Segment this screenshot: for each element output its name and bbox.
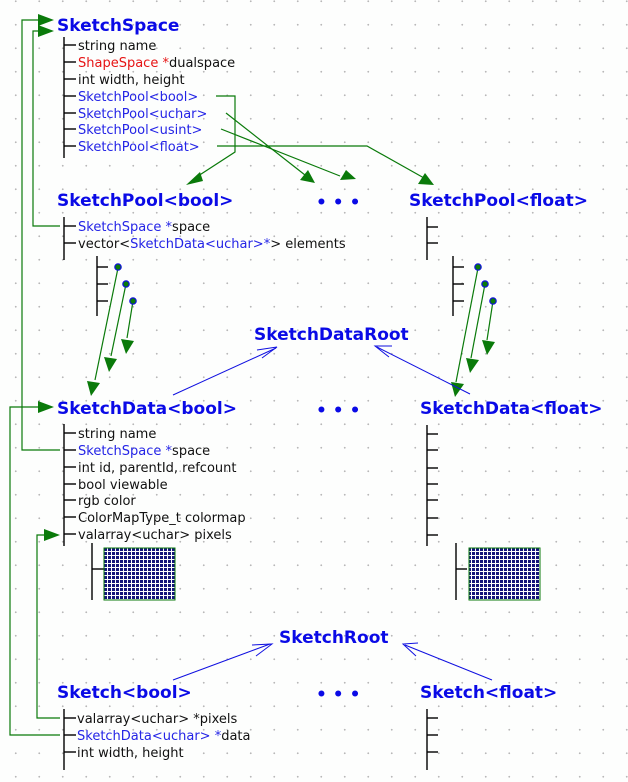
field-viewable: bool viewable: [78, 478, 168, 493]
field-name: string name: [78, 427, 156, 442]
link-sketchpool-space-to-sketchspace: [32, 30, 60, 227]
field-pixels: valarray<uchar> pixels: [78, 528, 232, 543]
inherit-arrow-icon: [251, 643, 274, 657]
arrowhead-icon: [44, 529, 60, 541]
link-pool-usint: [220, 128, 341, 177]
field-space: SketchSpace *space: [78, 444, 210, 459]
arrowhead-icon: [466, 358, 479, 373]
field-color: rgb color: [78, 494, 136, 509]
arrowhead-icon: [38, 25, 54, 37]
ellipsis-pools: • • •: [316, 193, 360, 213]
arrowhead-icon: [87, 381, 100, 396]
arrowhead-icon: [38, 14, 54, 26]
sketch-float-title: Sketch<float>: [420, 683, 557, 703]
sketchroot-title: SketchRoot: [279, 628, 389, 648]
link-pool-uchar: [225, 112, 306, 176]
element-pointer-link: [470, 283, 486, 359]
field-pool-bool: SketchPool<bool>: [78, 90, 198, 105]
pointer-dot-icon: [114, 263, 122, 271]
arrowhead-icon: [418, 173, 434, 185]
field-width-height: int width, height: [77, 746, 184, 761]
field-pool-usint: SketchPool<usint>: [78, 123, 202, 138]
link-sketch-pixels-to-valarray: [36, 534, 60, 719]
sketchdata-float-title: SketchData<float>: [420, 399, 602, 419]
pixel-array-image: [103, 547, 176, 601]
sketchpool-bool-title: SketchPool<bool>: [57, 191, 233, 211]
field-elements: vector<SketchData<uchar>*> elements: [78, 237, 346, 252]
inherit-arrow-icon: [373, 345, 392, 358]
element-pointer-link: [126, 300, 134, 339]
ellipsis-sketches: • • •: [316, 685, 360, 705]
ellipsis-data: • • •: [316, 401, 360, 421]
element-pointer-link: [110, 283, 127, 357]
element-pointer-link: [486, 300, 494, 341]
arrowhead-icon: [186, 172, 203, 185]
field-pool-float: SketchPool<float>: [78, 140, 200, 155]
arrowhead-icon: [121, 339, 134, 354]
sketch-bool-title: Sketch<bool>: [57, 683, 192, 703]
field-colormap: ColorMapType_t colormap: [78, 511, 246, 526]
inherit-link: [404, 644, 493, 681]
arrowhead-icon: [482, 340, 495, 355]
sketchdata-bool-title: SketchData<bool>: [57, 399, 237, 419]
pointer-dot-icon: [129, 297, 137, 305]
pointer-dot-icon: [481, 280, 489, 288]
arrowhead-icon: [340, 170, 356, 180]
pointer-dot-icon: [474, 263, 482, 271]
link-pool-float: [217, 145, 425, 179]
inherit-arrow-icon: [256, 346, 278, 359]
pixel-array-image: [468, 547, 541, 601]
arrowhead-icon: [300, 170, 315, 183]
sketchpool-float-title: SketchPool<float>: [409, 191, 588, 211]
link-pool-bool: [194, 95, 236, 179]
link-sketchdata-space-to-sketchspace: [21, 19, 60, 451]
field-width-height: int width, height: [78, 73, 185, 88]
inherit-link: [172, 347, 277, 396]
element-pointer-link: [94, 267, 119, 381]
field-space: SketchSpace *space: [78, 220, 210, 235]
sketchdataroot-title: SketchDataRoot: [254, 325, 409, 345]
pointer-dot-icon: [489, 297, 497, 305]
element-pointer-link: [455, 267, 479, 383]
field-pool-uchar: SketchPool<uchar>: [78, 107, 207, 122]
inherit-arrow-icon: [401, 642, 419, 657]
inherit-link: [376, 346, 471, 395]
field-pixels: valarray<uchar> *pixels: [77, 712, 237, 727]
arrowhead-icon: [104, 357, 117, 372]
sketchspace-title: SketchSpace: [57, 16, 179, 36]
field-ids: int id, parentId, refcount: [78, 461, 236, 476]
pointer-dot-icon: [122, 280, 130, 288]
field-data: SketchData<uchar> *data: [77, 729, 251, 744]
field-dualspace: ShapeSpace *dualspace: [78, 56, 235, 71]
arrowhead-icon: [38, 401, 54, 413]
field-name: string name: [78, 39, 156, 54]
inherit-link: [172, 643, 271, 681]
link-sketch-data-to-sketchdata: [9, 406, 60, 736]
